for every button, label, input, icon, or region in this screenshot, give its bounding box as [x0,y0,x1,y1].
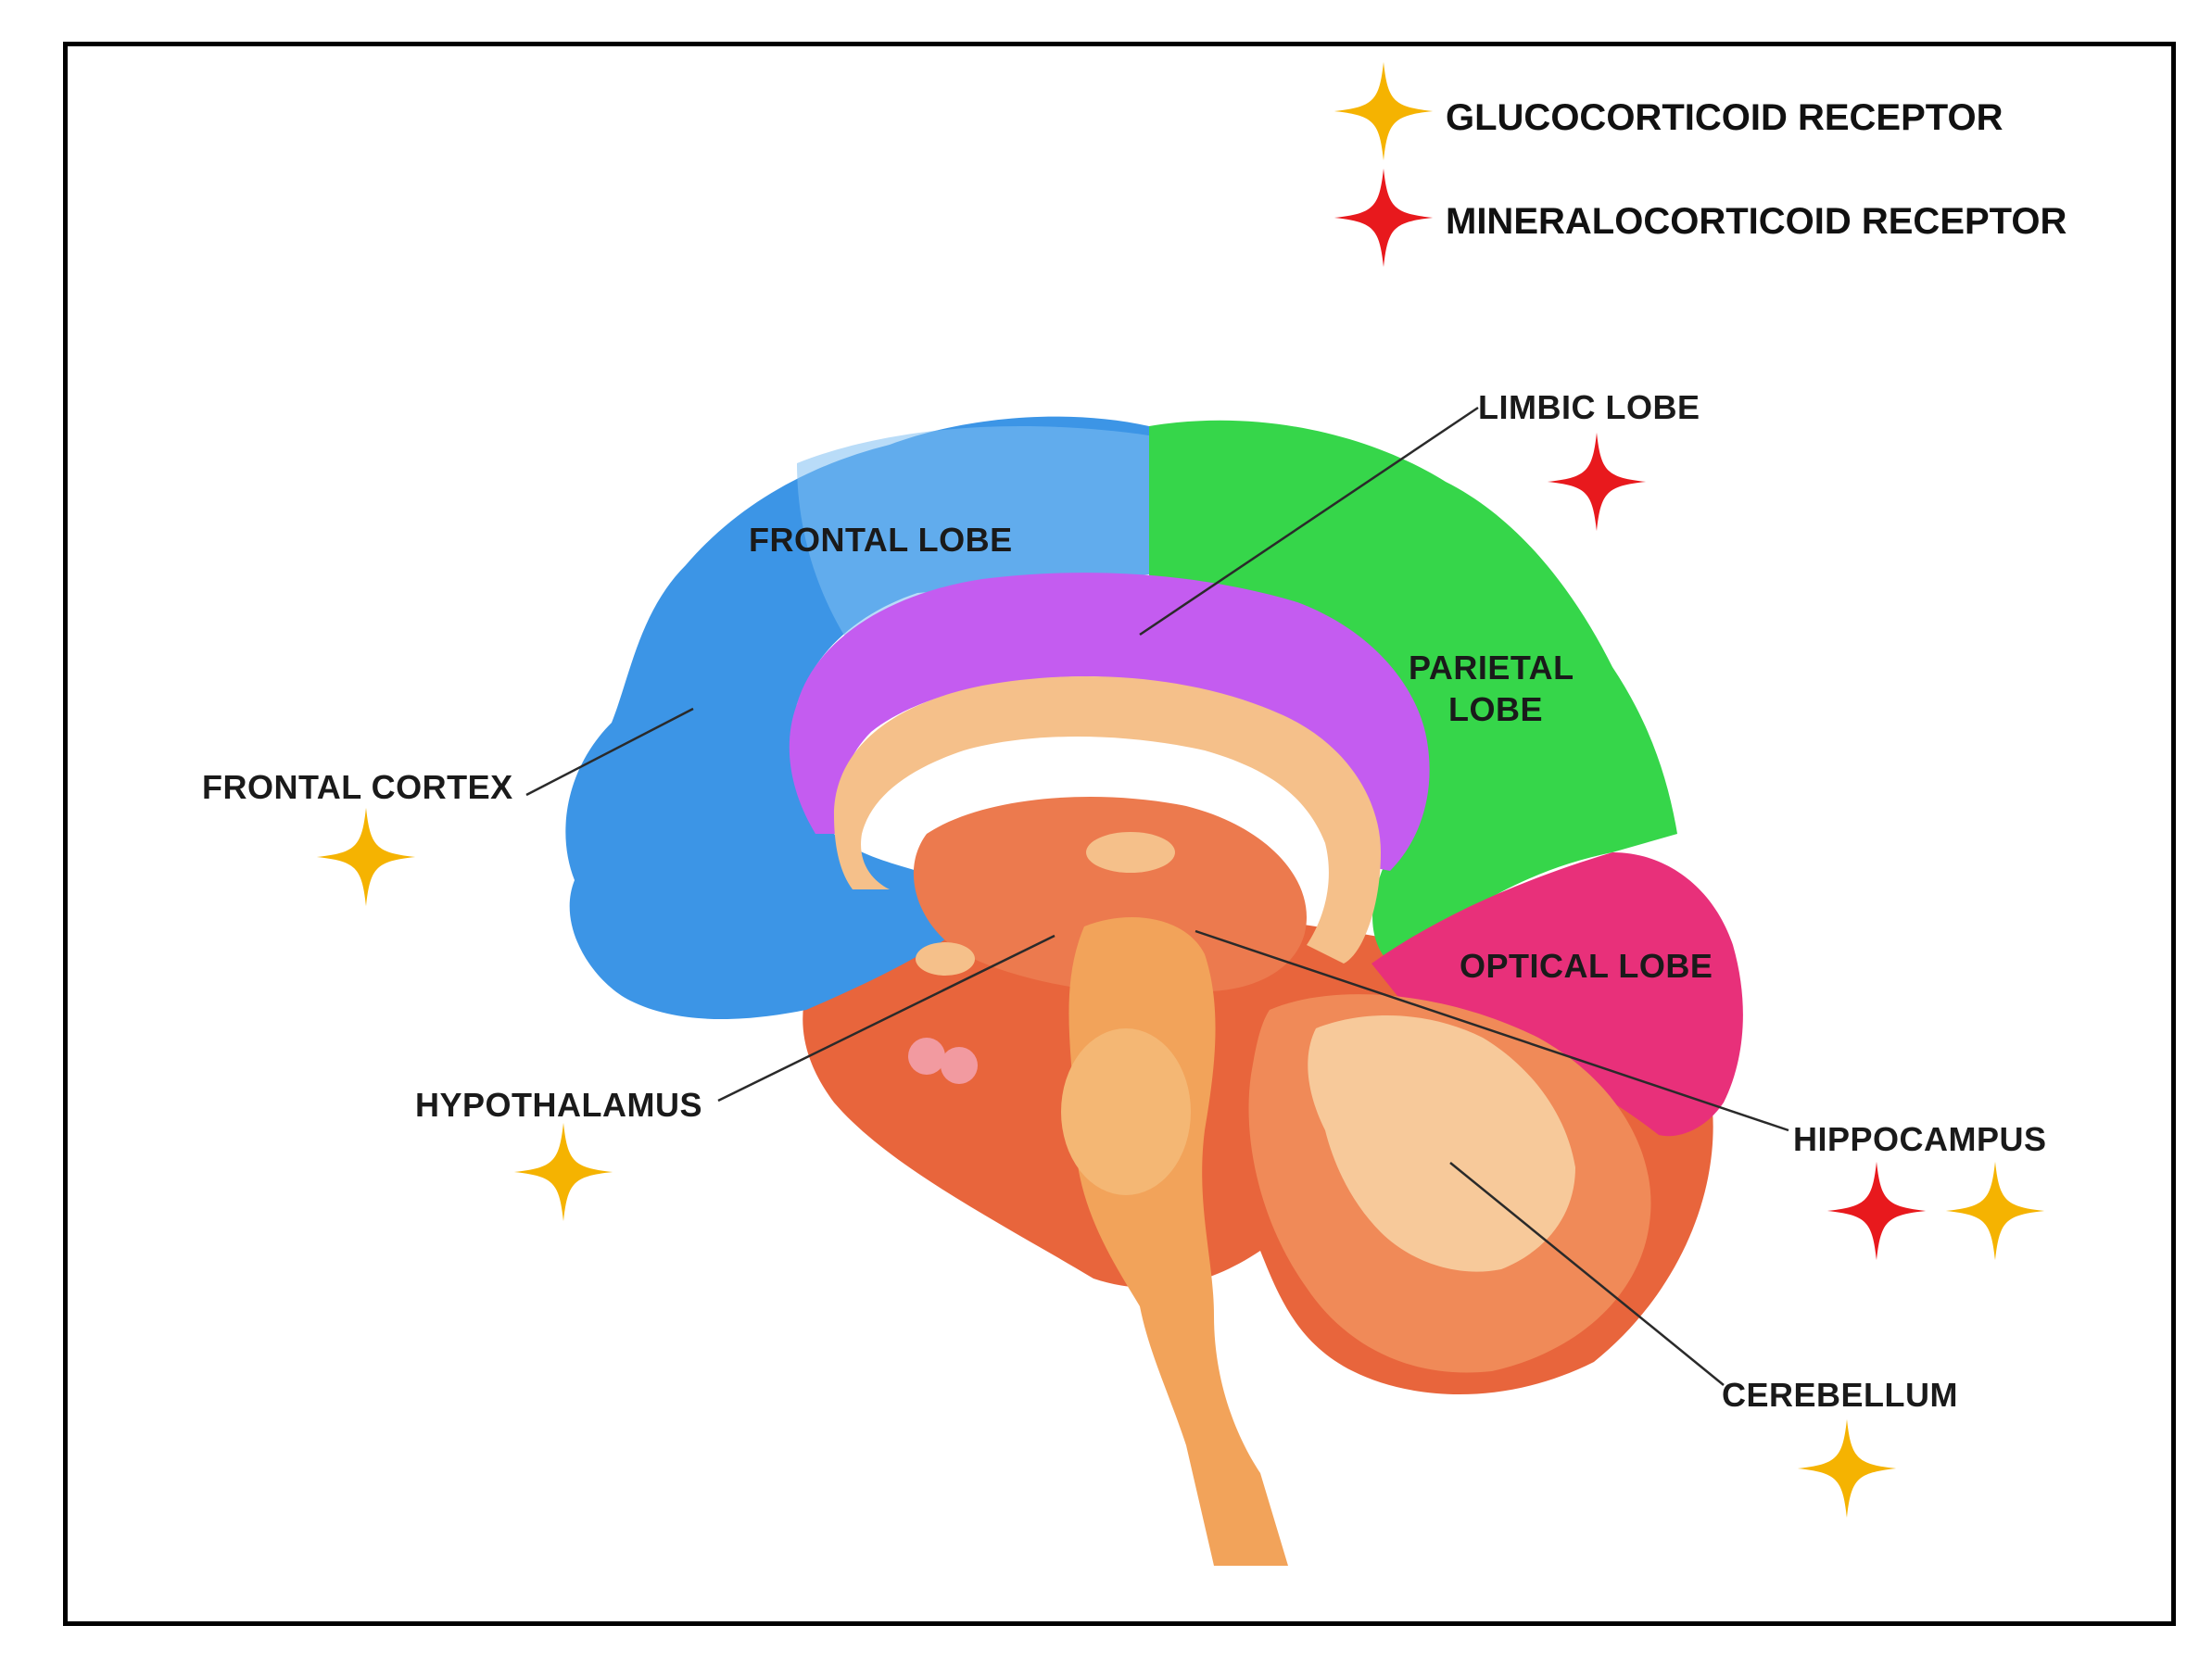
limbic-mineralocorticoid-star-icon [1547,432,1647,532]
parietal-lobe-label-line1: PARIETAL [1409,649,1574,687]
legend: GLUCOCORTICOID RECEPTOR MINERALOCORTICOI… [1334,61,2067,268]
limbic-lobe-region [789,573,1430,871]
legend-mineralocorticoid-label: MINERALOCORTICOID RECEPTOR [1446,201,2067,242]
parietal-lobe-region [1149,420,1677,964]
optical-lobe-label: OPTICAL LOBE [1460,947,1713,985]
hippocampus-glucocorticoid-star-icon [1945,1161,2045,1261]
pons [1061,1028,1191,1195]
glucocorticoid-star-icon [1334,61,1434,161]
hypothalamus-glucocorticoid-star-icon [513,1122,613,1222]
frontal-lobe-highlight [797,426,1149,649]
figure-frame [63,42,2176,1626]
frontal-cortex-glucocorticoid-star-icon [316,807,416,907]
frontal-cortex-label: FRONTAL CORTEX [202,768,513,806]
mammillary-body-a [908,1038,945,1075]
hippocampus-label: HIPPOCAMPUS [1793,1120,2047,1158]
cerebellum-glucocorticoid-star-icon [1797,1418,1897,1518]
hypothalamus-leader [717,934,1055,1103]
mineralocorticoid-star-icon [1334,168,1434,268]
hypothalamus-label: HYPOTHALAMUS [415,1086,702,1124]
parietal-lobe-label-line2: LOBE [1448,690,1543,728]
leader-lines [525,406,1789,1386]
cerebellum-label: CEREBELLUM [1722,1376,1958,1414]
cerebellum-leader [1449,1162,1725,1386]
mammillary-body-b [941,1047,978,1084]
optical-lobe-region [1371,852,1743,1137]
pineal-highlight [1086,832,1175,873]
thalamus-region [913,797,1307,994]
optic-chiasm [916,942,975,976]
hippocampus-mineralocorticoid-star-icon [1826,1161,1927,1261]
limbic-lobe-label: LIMBIC LOBE [1478,388,1700,426]
hippocampus-leader [1194,929,1789,1132]
frontal-cortex-leader [525,707,694,797]
corpus-callosum [834,676,1381,964]
cerebellum-arbor [1308,1015,1575,1272]
limbic-lobe-leader [1139,406,1479,636]
legend-glucocorticoid-label: GLUCOCORTICOID RECEPTOR [1446,97,2003,138]
brain-illustration [565,416,1743,1566]
frontal-lobe-label: FRONTAL LOBE [749,521,1013,559]
